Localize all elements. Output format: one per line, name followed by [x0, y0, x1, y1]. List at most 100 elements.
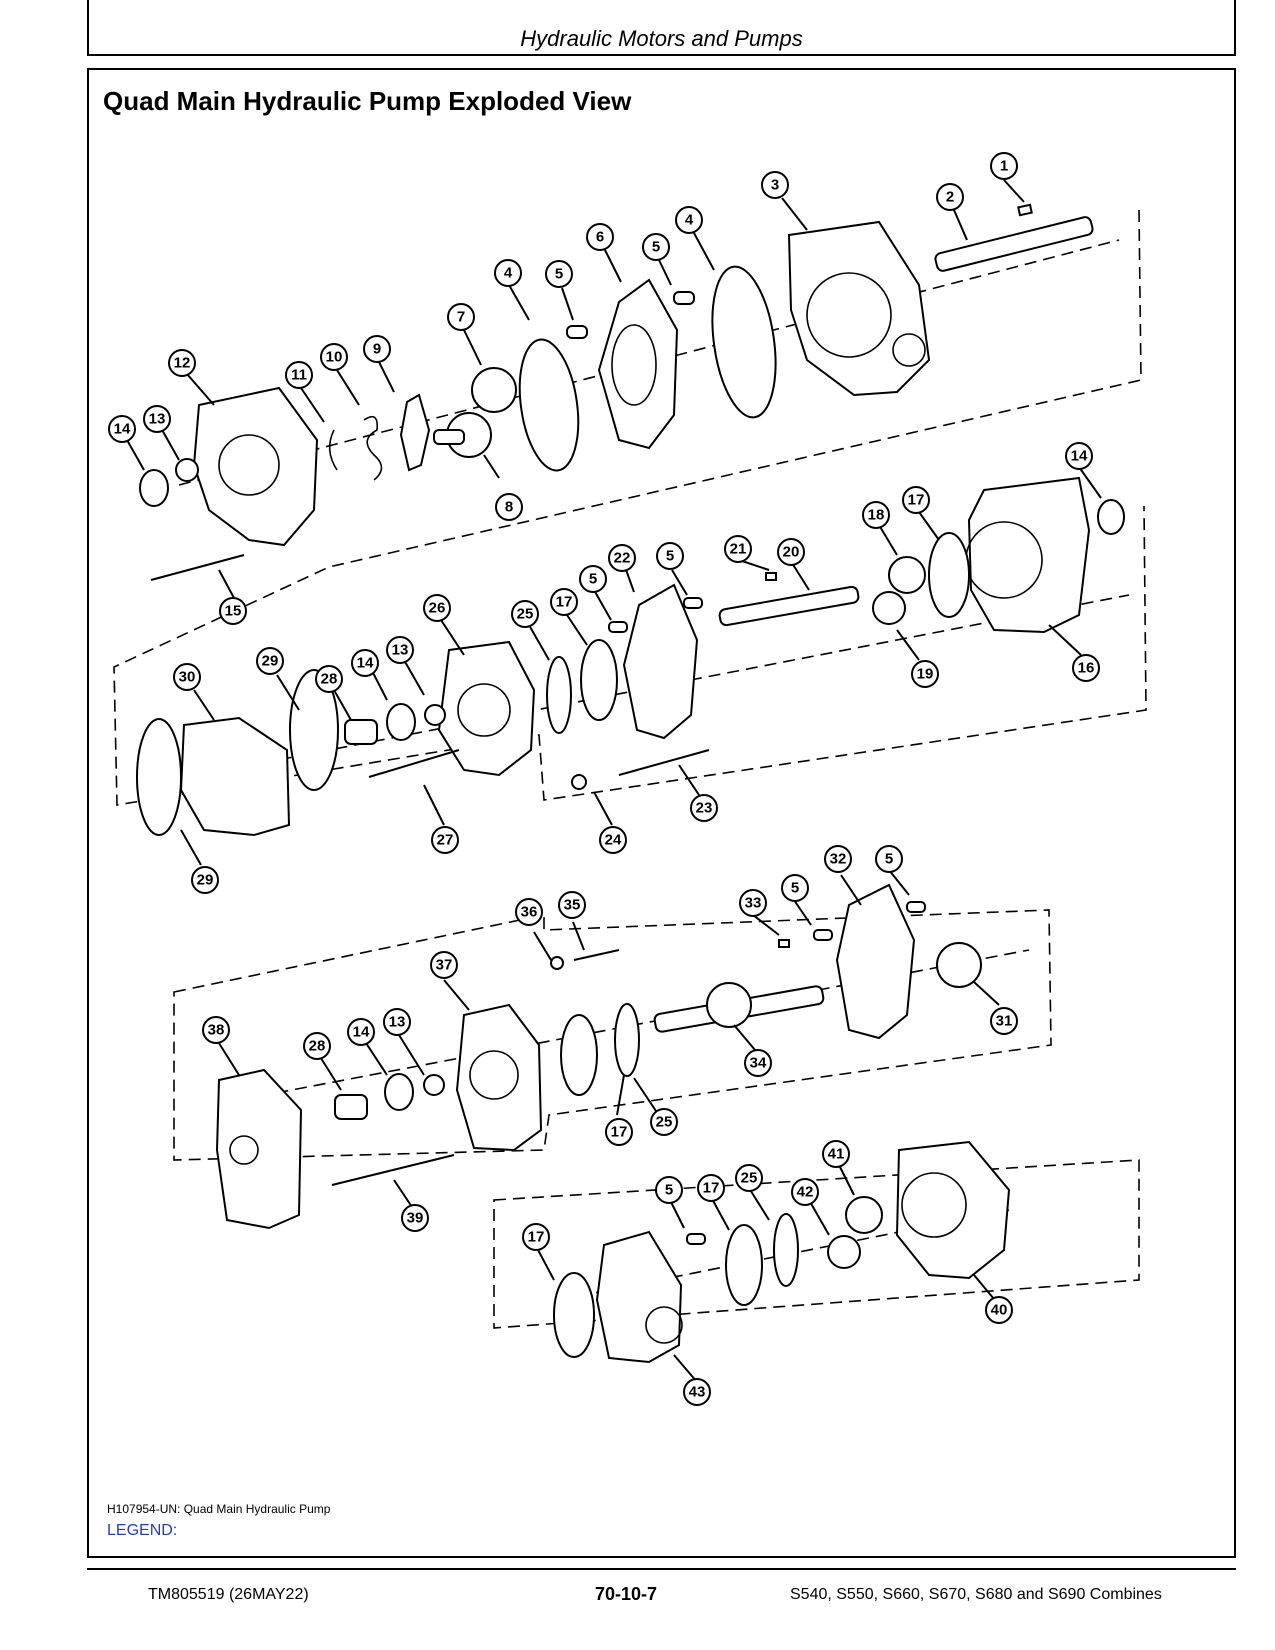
- svg-text:43: 43: [689, 1384, 706, 1401]
- callout-5b: 5: [545, 260, 573, 288]
- footer-doc-id: TM805519 (26MAY22): [148, 1586, 309, 1603]
- part-housing-16: [967, 476, 1091, 634]
- callout-5f: 5: [781, 874, 809, 902]
- section-title: Hydraulic Motors and Pumps: [520, 26, 803, 51]
- part-plate-25b: [614, 1003, 640, 1077]
- callout-29a: 29: [256, 647, 284, 675]
- callout-21: 21: [724, 535, 752, 563]
- svg-text:17: 17: [908, 492, 925, 509]
- callout-19: 19: [911, 660, 939, 688]
- svg-text:10: 10: [326, 349, 343, 366]
- part-bushing-28b: [334, 1094, 368, 1120]
- part-oring-29a: [289, 669, 339, 791]
- svg-text:14: 14: [357, 655, 374, 672]
- svg-text:17: 17: [528, 1229, 545, 1246]
- legend-label: LEGEND:: [107, 1522, 178, 1539]
- callout-13c: 13: [383, 1008, 411, 1036]
- callout-38: 39: [401, 1204, 429, 1232]
- svg-text:33: 33: [745, 895, 762, 912]
- part-plate-25c: [773, 1213, 799, 1287]
- part-seal-17a: [928, 532, 970, 618]
- svg-text:8: 8: [505, 499, 513, 516]
- svg-text:4: 4: [685, 212, 694, 229]
- footer-models: S540, S550, S660, S670, S680 and S690 Co…: [790, 1586, 1162, 1603]
- callout-17c: 17: [605, 1118, 633, 1146]
- svg-text:13: 13: [389, 1014, 406, 1031]
- svg-text:3: 3: [771, 177, 779, 194]
- part-dowel-5c: [683, 597, 703, 609]
- callout-42: 42: [791, 1178, 819, 1206]
- svg-text:29: 29: [197, 872, 214, 889]
- part-body-43: [595, 1230, 683, 1364]
- svg-text:27: 27: [437, 832, 454, 849]
- callout-35: 35: [558, 891, 586, 919]
- svg-text:32: 32: [830, 851, 847, 868]
- footer-page-number: 70-10-7: [595, 1584, 658, 1604]
- part-bearing-14c: [386, 703, 416, 741]
- part-gear-31: [936, 942, 982, 988]
- part-plate-22: [622, 583, 699, 740]
- callout-37: 37: [430, 951, 458, 979]
- callout-17a: 17: [902, 486, 930, 514]
- part-housing-3: [787, 220, 931, 397]
- part-dowel-5a: [673, 291, 695, 305]
- part-seal-ring-4b: [518, 338, 580, 472]
- callout-31: 31: [990, 1007, 1018, 1035]
- svg-text:6: 6: [596, 229, 604, 246]
- svg-text:18: 18: [868, 507, 885, 524]
- part-seal-ring-4a: [711, 265, 777, 419]
- part-dowel-5b: [566, 325, 588, 339]
- part-gear-19: [872, 591, 906, 625]
- part-key: [1017, 203, 1033, 217]
- svg-text:35: 35: [564, 897, 581, 914]
- svg-text:4: 4: [504, 265, 513, 282]
- part-bearing-14b: [1097, 499, 1125, 535]
- part-seal-17d: [725, 1224, 763, 1306]
- svg-text:41: 41: [828, 1146, 845, 1163]
- callout-28a: 28: [315, 665, 343, 693]
- part-dowel-5e: [906, 901, 926, 913]
- panel-title: Quad Main Hydraulic Pump Exploded View: [103, 86, 632, 116]
- callout-5a: 5: [642, 233, 670, 261]
- part-cover-39: [215, 1068, 303, 1230]
- callout-5d: 5: [579, 565, 607, 593]
- part-oring-29b: [136, 718, 182, 836]
- part-key-21: [765, 572, 777, 581]
- svg-text:26: 26: [429, 600, 446, 617]
- callout-4b: 4: [494, 259, 522, 287]
- callout-10: 10: [320, 343, 348, 371]
- callout-18: 18: [862, 501, 890, 529]
- svg-text:21: 21: [730, 541, 747, 558]
- svg-text:42: 42: [797, 1184, 814, 1201]
- figure-panel: Quad Main Hydraulic Pump Exploded View: [87, 68, 1236, 1558]
- part-housing-26: [437, 640, 536, 777]
- svg-text:14: 14: [353, 1024, 370, 1041]
- svg-text:13: 13: [392, 642, 409, 659]
- part-bolt-15: [150, 554, 245, 581]
- svg-text:16: 16: [1078, 660, 1095, 677]
- part-bearing-14d: [384, 1073, 414, 1111]
- svg-text:25: 25: [656, 1114, 673, 1131]
- callout-33: 33: [739, 889, 767, 917]
- svg-text:25: 25: [517, 606, 534, 623]
- part-washer-13b: [424, 704, 446, 726]
- svg-text:5: 5: [791, 880, 799, 897]
- part-washer-13c: [423, 1074, 445, 1096]
- part-shaft-20: [718, 585, 860, 627]
- callout-14b: 14: [1065, 442, 1093, 470]
- part-plate-25a: [546, 656, 572, 734]
- svg-text:28: 28: [321, 671, 338, 688]
- part-bushing-28a: [344, 719, 378, 745]
- part-dowel-5g: [686, 1233, 706, 1245]
- part-seal-17e: [553, 1272, 595, 1358]
- callout-11: 11: [285, 361, 313, 389]
- svg-text:5: 5: [885, 851, 893, 868]
- callout-32: 32: [824, 845, 852, 873]
- callout-29b: 29: [191, 866, 219, 894]
- callout-17b: 17: [550, 588, 578, 616]
- callout-25a: 25: [511, 600, 539, 628]
- svg-text:25: 25: [741, 1170, 758, 1187]
- callout-28b: 28: [303, 1032, 331, 1060]
- part-washer-13a: [175, 458, 199, 482]
- part-retainer-11: [328, 429, 338, 471]
